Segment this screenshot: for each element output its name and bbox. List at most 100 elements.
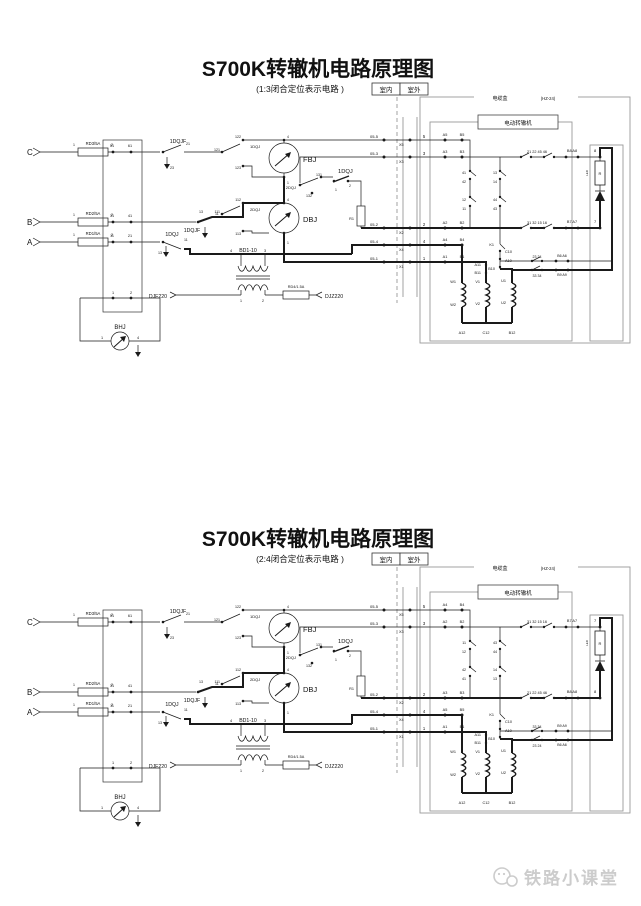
diagram-label: 2 <box>111 683 113 687</box>
diagram-label: C10 <box>505 720 512 724</box>
diagram-label: 2 <box>111 703 113 707</box>
diagram-label: C12 <box>483 331 490 335</box>
diagram-label: 2 <box>111 213 113 217</box>
diagram-label: 1 <box>112 761 114 765</box>
diagram-label: 1 <box>73 683 75 687</box>
switch-machine-label: 电动转辙机 <box>504 589 532 597</box>
input-a-label: A <box>27 708 33 717</box>
diagram-label: 61 <box>128 144 132 148</box>
diagram-label: 05-1 <box>370 726 379 731</box>
diagram-label: 11 <box>110 234 114 238</box>
diagram-label: 21 22 45 46 <box>527 691 547 695</box>
diagram-label: 11 <box>215 682 219 686</box>
diagram-label: A5 <box>443 133 448 137</box>
diagram-label: B5 <box>460 133 465 137</box>
diagram-label: A2 <box>443 620 448 624</box>
diagram-label: 44 <box>493 198 497 202</box>
diagram-label: 2 <box>130 291 132 295</box>
diagram-label: 1 <box>73 703 75 707</box>
diagram-label: 113 <box>235 232 241 236</box>
diagram-label: 3 <box>264 719 266 723</box>
diagram-label: 3 <box>264 249 266 253</box>
cable-box-label: 电缆盒 <box>492 565 507 572</box>
diagram-label: 1 <box>287 181 289 185</box>
fuse-label: RD1/5A <box>86 231 101 236</box>
diagram-label: 123 <box>235 636 241 640</box>
diagram-label: K1 <box>489 713 494 717</box>
diagram-label: 11 <box>462 207 466 211</box>
indoor-label: 室内 <box>380 555 393 564</box>
contact-1dqjf-label: 1DQJF <box>184 698 200 704</box>
diagram-label: 11 <box>184 238 188 242</box>
diagram-label: 61 <box>128 614 132 618</box>
diagram-label: X1 <box>399 265 404 269</box>
diagram-label: B8 A8 <box>567 690 577 694</box>
diagram-label: B9 A9 <box>557 724 567 728</box>
bhj-relay-label: BHJ <box>114 795 125 801</box>
knife-1dqj-label: 1DQJ <box>338 169 353 175</box>
diagram-label: W2 <box>450 303 456 307</box>
resistor-r1-label: R1 <box>349 687 354 691</box>
diagram-label: 44 <box>493 650 497 654</box>
diagram-label: B1 <box>460 725 465 729</box>
knife-1dqj-label: 1DQJ <box>338 639 353 645</box>
diagram-label: 14 <box>493 668 497 672</box>
diagram-label: 21 <box>128 234 132 238</box>
diagram-label: B9 A9 <box>557 273 567 277</box>
diagram-label: V1 <box>475 750 480 754</box>
diagram-label: 1 <box>287 711 289 715</box>
diagram-label: 05-2 <box>370 222 379 227</box>
diagram-label: B11 <box>475 271 481 275</box>
diagram-label: 8 <box>594 689 597 694</box>
diagram-label: 1 <box>287 241 289 245</box>
diagram-label: U2 <box>501 301 506 305</box>
diagram-label: 41 <box>462 171 466 175</box>
diagram-label: B2 <box>460 221 465 225</box>
diagram-label: 5 <box>423 134 426 139</box>
diagram-label: W1 <box>450 280 456 284</box>
diagram-label: 1 <box>335 188 337 192</box>
diagram-label: B2 <box>460 620 465 624</box>
indoor-label: 室内 <box>380 85 393 94</box>
diagram-label: 1 <box>101 336 103 340</box>
diagram-label: 1 <box>73 233 75 237</box>
diagram-label: 21 <box>128 704 132 708</box>
diagram-label: A5 <box>443 708 448 712</box>
diagram-label: A11 <box>475 733 481 737</box>
diagram-label: B11 <box>475 741 481 745</box>
diagram-label: 112 <box>235 198 241 202</box>
diagram-label: 4 <box>287 605 289 609</box>
diagram-label: 4 <box>423 239 426 244</box>
diagram-label: 11 <box>184 708 188 712</box>
diagram-label: 31 <box>110 684 114 688</box>
diagram-label: 4 <box>230 249 232 253</box>
diagram-subtitle: (1:3闭合定位表示电路 ) <box>256 84 344 94</box>
diagram-label: 1 <box>423 726 426 731</box>
diagram-label: 2DQJ <box>250 677 260 682</box>
resistor-r-label: R <box>599 641 602 646</box>
diagram-label: 13 <box>493 677 497 681</box>
diagram-label: B5 <box>460 708 465 712</box>
diagram-label: 12 <box>462 198 466 202</box>
diagram-label: 1DQJ <box>250 614 260 619</box>
diagram-label: 41 <box>462 677 466 681</box>
diagram-label: 42 <box>462 180 466 184</box>
diagram-label: A3 <box>443 150 448 154</box>
input-b-label: B <box>27 688 32 697</box>
diagram-label: 121 <box>214 618 220 622</box>
diagram-label: 1 <box>73 143 75 147</box>
diagram-label: X4 <box>399 248 404 252</box>
diagram-label: 2DQJ <box>250 207 260 212</box>
diagram-label: 2 <box>349 184 351 188</box>
diagram-label: B3 <box>460 691 465 695</box>
diagram-label: B10 <box>488 737 495 741</box>
djz220-label: DJZ220 <box>325 294 343 300</box>
fbj-relay-label: FBJ <box>303 155 317 164</box>
resistor-r1-label: R1 <box>349 217 354 221</box>
diagram-label: 1 <box>101 806 103 810</box>
fuse-label: RD4/1.5A <box>288 285 305 289</box>
